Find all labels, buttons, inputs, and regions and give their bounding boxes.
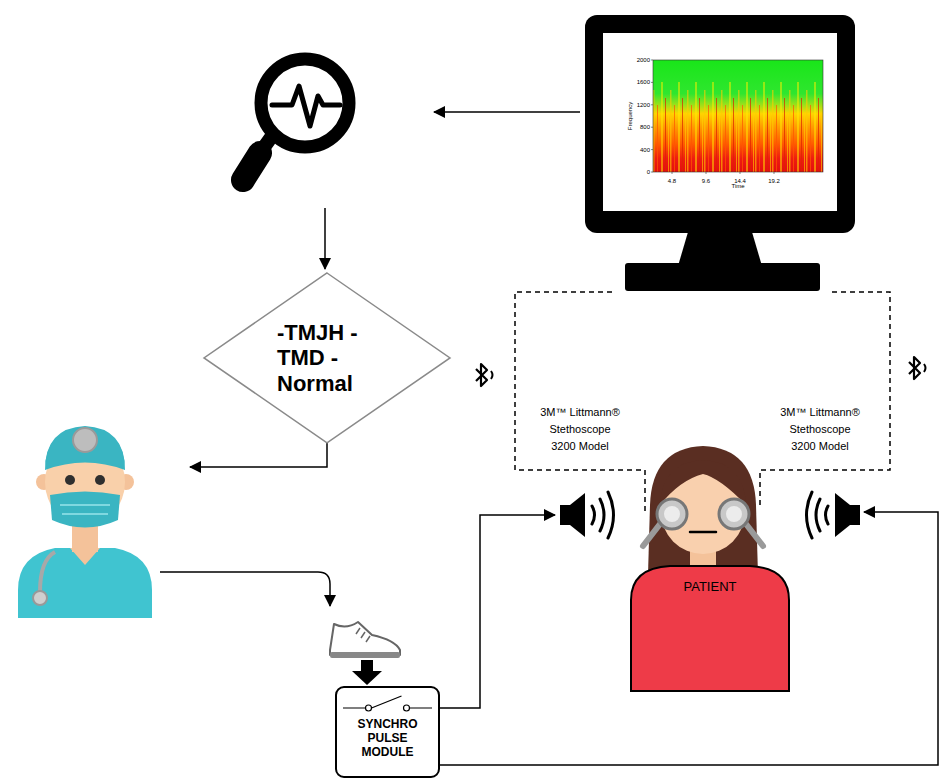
monitor <box>585 15 855 291</box>
magnifier-icon <box>243 59 349 180</box>
module-box <box>336 687 439 777</box>
magnifier-lens <box>261 59 349 147</box>
tick-label: 1600 <box>637 79 650 86</box>
tick-label: 400 <box>640 146 650 153</box>
monitor-base <box>625 263 820 291</box>
press-arrow <box>361 660 373 672</box>
stethoscope-chest <box>33 591 47 605</box>
node-text: PATIENT <box>640 580 780 595</box>
flow-arrow <box>324 208 326 269</box>
sound-waves <box>592 492 614 538</box>
magnifier-handle <box>243 153 260 180</box>
speaker-horn <box>570 493 585 537</box>
patient-mouth <box>690 531 716 534</box>
bluetooth-wave <box>491 371 493 379</box>
tick-label: 2000 <box>637 57 650 64</box>
device-label: 3M™ Littmann® Stethoscope 3200 Model <box>538 404 622 455</box>
decision-diamond: -TMJH -TMD -Normal <box>203 272 451 444</box>
torso-shape <box>631 566 789 691</box>
plot-frame <box>653 60 823 172</box>
tick-label: 9.6 <box>702 178 710 185</box>
patient-hair <box>648 446 758 575</box>
stethoscope-tube <box>643 524 660 546</box>
doctor-icon <box>18 426 152 618</box>
device-label: 3M™ Littmann® Stethoscope 3200 Model <box>778 404 862 455</box>
node-text: -TMJH -TMD -Normal <box>277 320 377 396</box>
bluetooth-symbol <box>476 364 493 386</box>
monitor-screen <box>603 33 837 211</box>
bluetooth-rune <box>476 364 487 386</box>
diamond-shape <box>204 273 450 443</box>
head-mirror <box>73 428 97 452</box>
dashed-link <box>515 292 645 512</box>
signal-wire <box>440 515 555 708</box>
doctor-eye <box>65 475 75 485</box>
bluetooth-wave <box>924 364 926 372</box>
flow-arrow <box>160 572 330 606</box>
stethoscope-head <box>657 499 687 529</box>
switch-symbol <box>343 696 432 708</box>
node-text: SYNCHRO PULSE MODULE <box>348 718 428 759</box>
stethoscope-diaphragm <box>664 506 680 522</box>
stethoscope-head <box>719 499 749 529</box>
patient-figure <box>643 446 763 575</box>
tick-label: 1200 <box>637 102 650 109</box>
speaker-body <box>560 505 570 525</box>
doctor-body <box>18 548 152 618</box>
spectrogram-texture <box>653 60 823 172</box>
sound-waves <box>807 492 829 538</box>
patient-torso: PATIENT <box>630 560 790 692</box>
axis-title: Frequency <box>627 102 634 130</box>
tick-label: 800 <box>640 124 650 131</box>
stethoscope-tube <box>746 524 763 546</box>
heartbeat-line <box>272 86 340 126</box>
speaker-body <box>850 505 860 525</box>
doctor-eye <box>95 475 105 485</box>
tick-label: 4.8 <box>668 178 676 185</box>
shoe-icon <box>330 622 400 658</box>
speaker-icon <box>560 492 614 538</box>
switch-contact <box>366 705 372 711</box>
flow-arrow <box>434 111 580 113</box>
flow-arrow <box>190 437 327 467</box>
spectrogram <box>653 60 823 172</box>
doctor-mask <box>50 492 120 528</box>
stethoscope-diaphragm <box>726 506 742 522</box>
stethoscope-tube <box>40 552 55 592</box>
monitor-frame <box>585 15 855 233</box>
mask-fold <box>60 505 110 514</box>
process-box: SYNCHRO PULSE MODULE <box>335 686 440 778</box>
tick-label: 14.4 <box>734 178 746 185</box>
speaker-icon <box>807 492 861 538</box>
doctor-cap <box>45 426 125 470</box>
tick-marks <box>651 60 774 174</box>
shoe-upper <box>330 622 400 655</box>
tick-label: 19.2 <box>768 178 780 185</box>
speaker-horn <box>835 493 850 537</box>
press-arrow <box>352 671 382 685</box>
bluetooth-rune <box>909 357 920 379</box>
monitor-neck <box>678 232 762 266</box>
shoe-sole <box>330 652 400 658</box>
doctor-collar <box>70 548 100 565</box>
bluetooth-symbol <box>909 357 926 379</box>
switch-contact <box>404 705 410 711</box>
shoe-laces <box>356 628 370 642</box>
tick-label: 0 <box>647 169 650 176</box>
dashed-link <box>760 292 890 505</box>
